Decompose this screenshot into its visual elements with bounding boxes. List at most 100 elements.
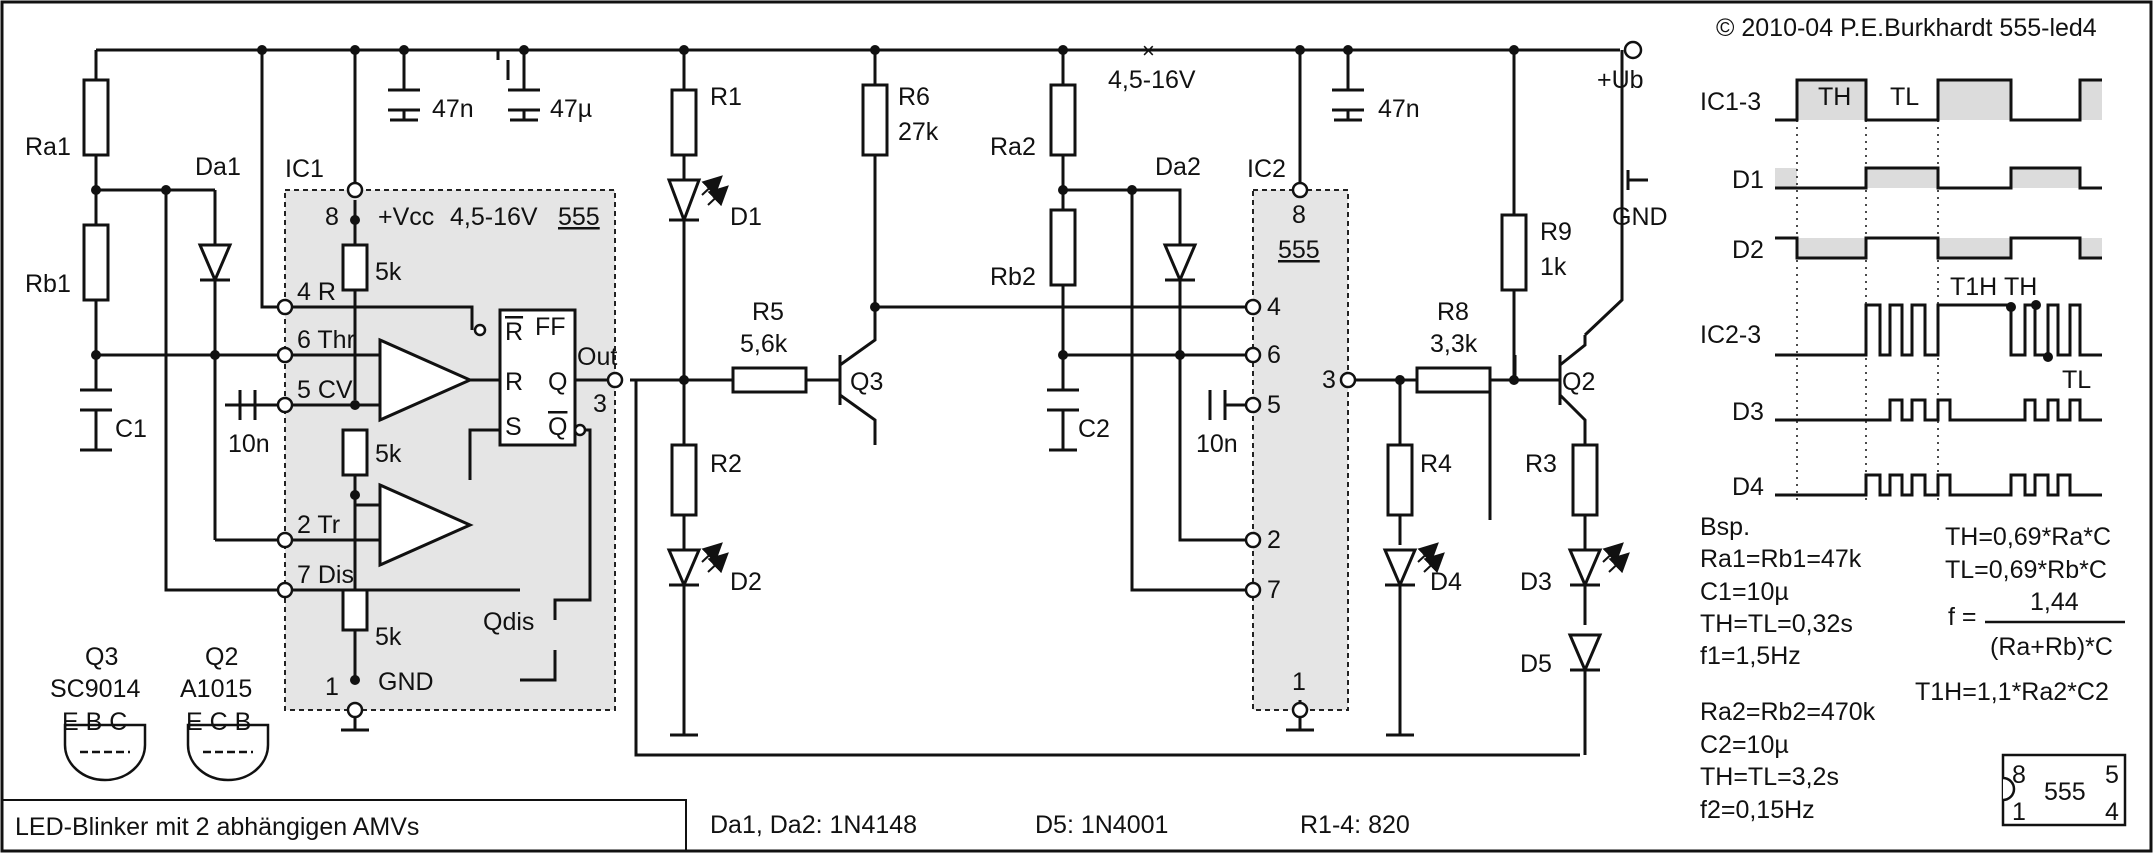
ic1-vcc: +Vcc: [378, 203, 434, 231]
note-8: f2=0,15Hz: [1700, 796, 1815, 824]
ic2-name: IC2: [1247, 155, 1286, 183]
ff-s: S: [505, 413, 522, 441]
r5-value: 5,6k: [740, 330, 788, 358]
note-3: TH=TL=0,32s: [1700, 610, 1853, 638]
rail-cross: ×: [1142, 38, 1155, 63]
r4-label: R4: [1420, 450, 1452, 478]
q3-pin-order: E B C: [62, 708, 127, 736]
ic2-p5: 5: [1267, 391, 1281, 419]
ic1-pin6: 6 Thr: [297, 326, 355, 354]
cv1-label: 10n: [228, 430, 270, 458]
ic2-box: [1252, 189, 1349, 711]
ic1-r-b: 5k: [375, 440, 402, 468]
ra2-label: Ra2: [990, 133, 1036, 161]
note-2: C1=10µ: [1700, 578, 1789, 606]
note-5: Ra2=Rb2=470k: [1700, 698, 1876, 726]
timing-th2: TH: [2004, 273, 2037, 301]
chip-p8: 8: [2012, 761, 2026, 789]
ub-label: +Ub: [1597, 66, 1644, 94]
ic1-box: [284, 189, 616, 711]
formula-t1h: T1H=1,1*Ra2*C2: [1915, 678, 2109, 706]
ic1-name: IC1: [285, 155, 324, 183]
ic1-gnd: GND: [378, 668, 434, 696]
qdis-label: Qdis: [483, 608, 534, 636]
d1-label: D1: [730, 203, 762, 231]
ic1-pin3: 3: [593, 390, 607, 418]
ic1-out: Out: [577, 343, 617, 371]
r6-label: R6: [898, 83, 930, 111]
chip-name: 555: [2044, 778, 2086, 806]
q2-label: Q2: [1562, 368, 1595, 396]
cv2-label: 10n: [1196, 430, 1238, 458]
ic2-p6: 6: [1267, 341, 1281, 369]
pinout-drawings: [63, 723, 2127, 827]
ic1-pin5: 5 CV: [297, 376, 353, 404]
timing-shading: [1775, 80, 2102, 258]
resistors: [82, 78, 1599, 632]
ic1-pin2: 2 Tr: [297, 511, 340, 539]
footer-title: LED-Blinker mit 2 abhängigen AMVs: [15, 813, 419, 841]
q3-pin-type: SC9014: [50, 675, 140, 703]
ic2-p8: 8: [1292, 201, 1306, 229]
ff-rbar: R: [505, 318, 523, 346]
timing-label-d3: D3: [1732, 398, 1764, 426]
da2-label: Da2: [1155, 153, 1201, 181]
c2-label: C2: [1078, 415, 1110, 443]
ic1-vrange: 4,5-16V: [450, 203, 538, 231]
timing-label-ic2: IC2-3: [1700, 321, 1761, 349]
ic2-p7: 7: [1267, 576, 1281, 604]
formula-den: (Ra+Rb)*C: [1990, 633, 2113, 661]
diodes: [197, 50, 1603, 674]
timing-diagram: [1775, 78, 2102, 500]
timing-label-d4: D4: [1732, 473, 1764, 501]
footer-d5: D5: 1N4001: [1035, 811, 1168, 839]
note-bsp: Bsp.: [1700, 513, 1750, 541]
timing-label-ic1: IC1-3: [1700, 88, 1761, 116]
ff-qbar: Q: [548, 413, 567, 441]
timing-th: TH: [1818, 83, 1851, 111]
r5-label: R5: [752, 298, 784, 326]
ff-r: R: [505, 368, 523, 396]
note-4: f1=1,5Hz: [1700, 642, 1801, 670]
footer-resistors: R1-4: 820: [1300, 811, 1410, 839]
timing-label-d2: D2: [1732, 236, 1764, 264]
ff-q: Q: [548, 368, 567, 396]
d5-label: D5: [1520, 650, 1552, 678]
ic1-internals: [378, 308, 577, 568]
rb2-label: Rb2: [990, 263, 1036, 291]
timing-dotted-guides: [1796, 120, 1939, 500]
ic1-ff: FF: [535, 313, 566, 341]
ground-symbols: [82, 118, 1414, 737]
r2-label: R2: [710, 450, 742, 478]
ic2-p3: 3: [1322, 366, 1336, 394]
q3-pin-name: Q3: [85, 643, 118, 671]
ic2-p1: 1: [1292, 668, 1306, 696]
r8-label: R8: [1437, 298, 1469, 326]
r9-label: R9: [1540, 218, 1572, 246]
ic1-r-a: 5k: [375, 258, 402, 286]
ic1-type: 555: [558, 203, 600, 231]
c1-label: C1: [115, 415, 147, 443]
labels: © 2010-04 P.E.Burkhardt 555-led4 4,5-16V…: [15, 14, 2119, 841]
note-6: C2=10µ: [1700, 731, 1789, 759]
timing-t1h: T1H: [1950, 273, 1997, 301]
timing-markers: [2006, 300, 2053, 362]
d2-label: D2: [730, 568, 762, 596]
chip-p4: 4: [2105, 798, 2119, 826]
timing-tl2: TL: [2062, 366, 2091, 394]
r1-label: R1: [710, 83, 742, 111]
r3-label: R3: [1525, 450, 1557, 478]
c47u-label: 47µ: [550, 95, 592, 123]
footer-diodes: Da1, Da2: 1N4148: [710, 811, 917, 839]
note-7: TH=TL=3,2s: [1700, 763, 1839, 791]
r9-value: 1k: [1540, 253, 1567, 281]
junctions: [91, 45, 1519, 685]
ic1-r-c: 5k: [375, 623, 402, 651]
ic2-p2: 2: [1267, 526, 1281, 554]
ra1-label: Ra1: [25, 133, 71, 161]
d3-label: D3: [1520, 568, 1552, 596]
supply-range: 4,5-16V: [1108, 66, 1196, 94]
gnd-right: GND: [1612, 203, 1668, 231]
ic2-p4: 4: [1267, 293, 1281, 321]
